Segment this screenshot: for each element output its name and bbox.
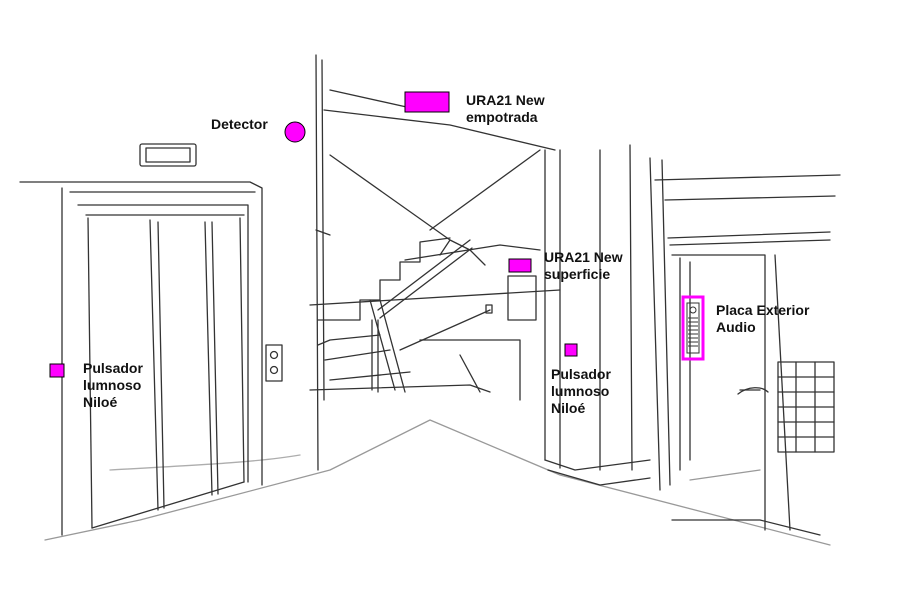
placa-exterior-label: Placa Exterior Audio [716,302,810,335]
pulsador-left-marker [49,363,65,378]
pulsador-center-label: Pulsador lumnoso Niloé [551,366,611,416]
pulsador-left-label: Pulsador lumnoso Niloé [83,360,143,410]
detector-marker [284,121,306,143]
pulsador-center-marker [564,343,578,357]
ura-empotrada-label: URA21 New empotrada [466,92,545,125]
ura-empotrada-marker [404,91,450,113]
sketch-lines [19,54,841,546]
detector-label: Detector [211,116,268,132]
ura-superficie-label: URA21 New superficie [544,249,623,282]
placa-exterior-marker [681,295,705,361]
markers [49,91,705,378]
ura-superficie-marker [508,258,532,273]
